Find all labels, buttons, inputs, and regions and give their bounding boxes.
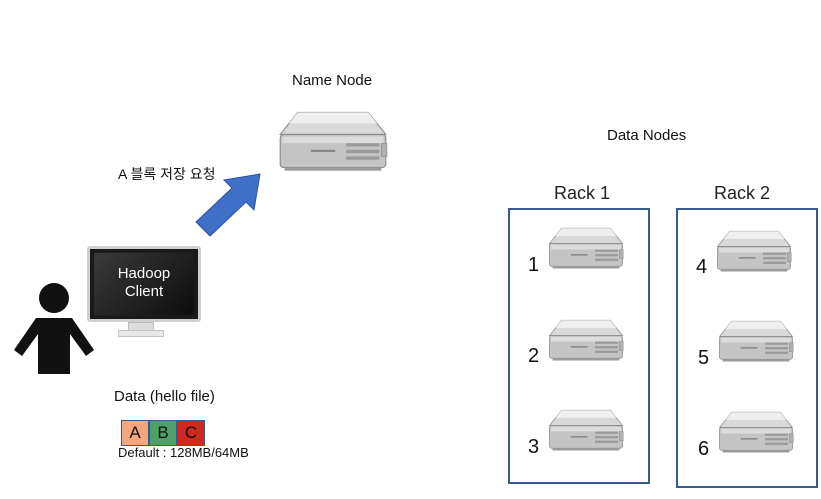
node-number: 2	[528, 345, 540, 367]
data-node-server-icon	[719, 411, 794, 453]
data-nodes-label: Data Nodes	[607, 127, 687, 144]
client-screen: Hadoop Client	[94, 253, 194, 315]
data-node-server-icon	[719, 320, 794, 362]
request-arrow-icon	[195, 173, 261, 237]
rack-1-title: Rack 1	[554, 183, 611, 203]
node-number: 1	[528, 254, 540, 276]
data-node-server-icon	[549, 409, 624, 451]
rack-1-box	[508, 208, 650, 484]
rack-2-box	[676, 208, 818, 488]
person-icon	[14, 283, 94, 374]
name-node-server-icon	[279, 111, 388, 172]
node-number: 5	[698, 347, 710, 369]
data-node-server-icon	[549, 319, 624, 361]
data-blocks: A B C	[121, 420, 205, 446]
block-a: A	[121, 420, 149, 446]
client-line-2: Client	[124, 283, 164, 300]
block-b: B	[149, 420, 177, 446]
client-monitor: Hadoop Client	[87, 246, 201, 322]
node-number: 3	[528, 436, 540, 458]
rack-2-title: Rack 2	[714, 183, 771, 203]
client-line-1: Hadoop	[117, 265, 171, 282]
node-number: 4	[696, 256, 708, 278]
block-c: C	[177, 420, 205, 446]
request-label: A 블록 저장 요청	[118, 166, 216, 182]
name-node-label: Name Node	[292, 72, 373, 89]
data-node-server-icon	[717, 230, 792, 272]
node-number: 6	[698, 438, 710, 460]
data-label: Data (hello file)	[114, 388, 215, 405]
monitor-base	[118, 330, 164, 337]
default-size-label: Default : 128MB/64MB	[118, 445, 249, 460]
data-node-server-icon	[549, 227, 624, 269]
